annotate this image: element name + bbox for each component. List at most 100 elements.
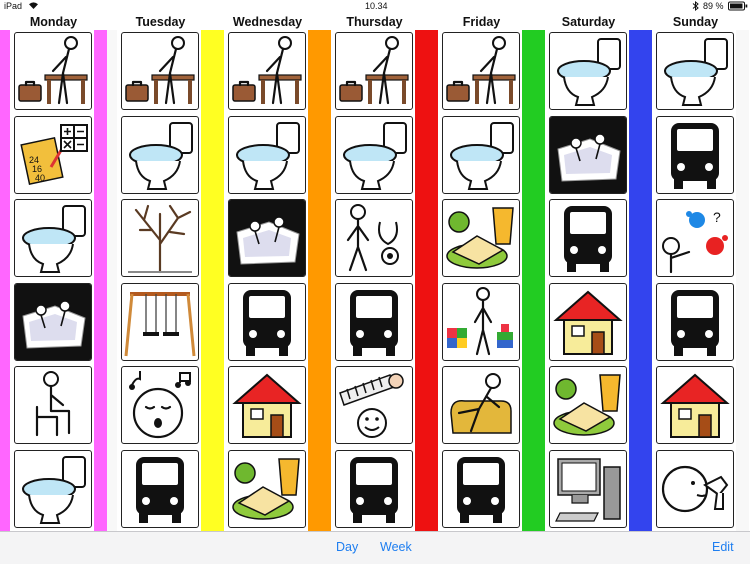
activity-card[interactable] [656, 366, 734, 444]
activity-card[interactable] [549, 115, 627, 194]
day-color-stripe [736, 30, 749, 531]
bus-icon [350, 456, 398, 523]
day-color-stripe [522, 30, 535, 531]
toilet-icon [22, 455, 86, 524]
bus-icon [136, 456, 184, 523]
day-header: Sunday [672, 15, 719, 29]
toilet-icon [557, 38, 621, 106]
activity-card[interactable] [656, 282, 734, 361]
singing-icon [129, 371, 191, 439]
day-column-saturday: Saturday [535, 14, 642, 531]
activity-card[interactable] [442, 366, 520, 444]
svg-text:16: 16 [32, 164, 42, 174]
day-column-thursday: Thursday [321, 14, 428, 531]
activity-card[interactable] [549, 32, 627, 110]
battery-icon [728, 1, 748, 13]
day-view-button[interactable]: Day [336, 540, 359, 554]
battery-percent: 89 % [703, 1, 724, 11]
day-column-monday: Monday 24 16 40 [0, 14, 107, 531]
activity-card[interactable] [656, 449, 734, 528]
edit-button[interactable]: Edit [712, 540, 734, 554]
toys-icon [447, 286, 513, 355]
day-color-stripe [535, 30, 545, 531]
relax-icon [450, 373, 512, 434]
activity-card[interactable] [14, 366, 92, 444]
day-color-stripe [415, 30, 428, 531]
bath-icon [15, 283, 91, 360]
music-icon [339, 373, 404, 438]
house-icon [553, 290, 623, 355]
activity-card[interactable] [335, 282, 413, 361]
activity-card[interactable] [549, 282, 627, 361]
week-grid: Monday 24 16 40 Tuesday [0, 14, 750, 531]
bus-icon [671, 289, 719, 356]
activity-card[interactable] [228, 366, 306, 444]
svg-text:40: 40 [35, 173, 45, 183]
desk-work-icon [232, 36, 302, 105]
lunch-icon [446, 207, 514, 269]
status-bar: iPad 10.34 89 % [0, 0, 750, 14]
activity-card[interactable] [121, 366, 199, 444]
tree-icon [128, 204, 192, 274]
activity-card[interactable] [335, 115, 413, 194]
bus-icon [350, 289, 398, 356]
day-header: Wednesday [232, 15, 303, 29]
svg-text:?: ? [713, 209, 721, 225]
activity-card[interactable] [228, 199, 306, 277]
activity-card[interactable] [656, 115, 734, 194]
activity-card[interactable] [14, 199, 92, 277]
day-color-stripe [629, 30, 642, 531]
activity-card[interactable] [549, 449, 627, 528]
activity-card[interactable] [228, 115, 306, 194]
activity-card[interactable] [121, 282, 199, 361]
activity-card[interactable]: ? [656, 199, 734, 277]
activity-card[interactable]: 24 16 40 [14, 115, 92, 194]
activity-card[interactable] [442, 282, 520, 361]
day-color-stripe [428, 30, 438, 531]
activity-card[interactable] [121, 199, 199, 277]
activity-card[interactable] [549, 366, 627, 444]
swing-icon [124, 291, 196, 356]
day-header: Saturday [561, 15, 616, 29]
activity-card[interactable] [228, 282, 306, 361]
bus-icon [243, 289, 291, 356]
activity-card[interactable] [656, 32, 734, 110]
activity-card[interactable] [14, 32, 92, 110]
activity-card[interactable] [121, 115, 199, 194]
sitting-icon [35, 371, 71, 437]
day-color-stripe [201, 30, 214, 531]
day-header: Friday [462, 15, 501, 29]
day-color-stripe [308, 30, 321, 531]
toilet-icon [664, 38, 728, 106]
toilet-icon [129, 121, 193, 190]
activity-card[interactable] [442, 115, 520, 194]
activity-card[interactable] [228, 449, 306, 528]
activity-card[interactable] [228, 32, 306, 110]
toilet-icon [236, 121, 300, 190]
activity-card[interactable] [121, 32, 199, 110]
activity-card[interactable] [335, 366, 413, 444]
day-column-friday: Friday [428, 14, 535, 531]
week-view-button[interactable]: Week [380, 540, 412, 554]
activity-card[interactable] [14, 282, 92, 361]
toilet-icon [22, 205, 86, 273]
activity-card[interactable] [335, 32, 413, 110]
lunch-icon [232, 457, 300, 520]
activity-card[interactable] [335, 199, 413, 277]
activity-card[interactable] [335, 449, 413, 528]
day-column-sunday: Sunday ? [642, 14, 749, 531]
lunch-icon [553, 374, 621, 436]
bluetooth-icon [692, 0, 699, 13]
desk-work-icon [446, 36, 516, 105]
activity-card[interactable] [442, 32, 520, 110]
toilet-icon [343, 121, 407, 190]
activity-card[interactable] [121, 449, 199, 528]
activity-card[interactable] [442, 199, 520, 277]
house-icon [660, 373, 730, 438]
activity-card[interactable] [549, 199, 627, 277]
paint-icon: ? [662, 209, 728, 274]
bus-icon [671, 122, 719, 189]
activity-card[interactable] [442, 449, 520, 528]
activity-card[interactable] [14, 449, 92, 528]
house-icon [232, 373, 302, 438]
